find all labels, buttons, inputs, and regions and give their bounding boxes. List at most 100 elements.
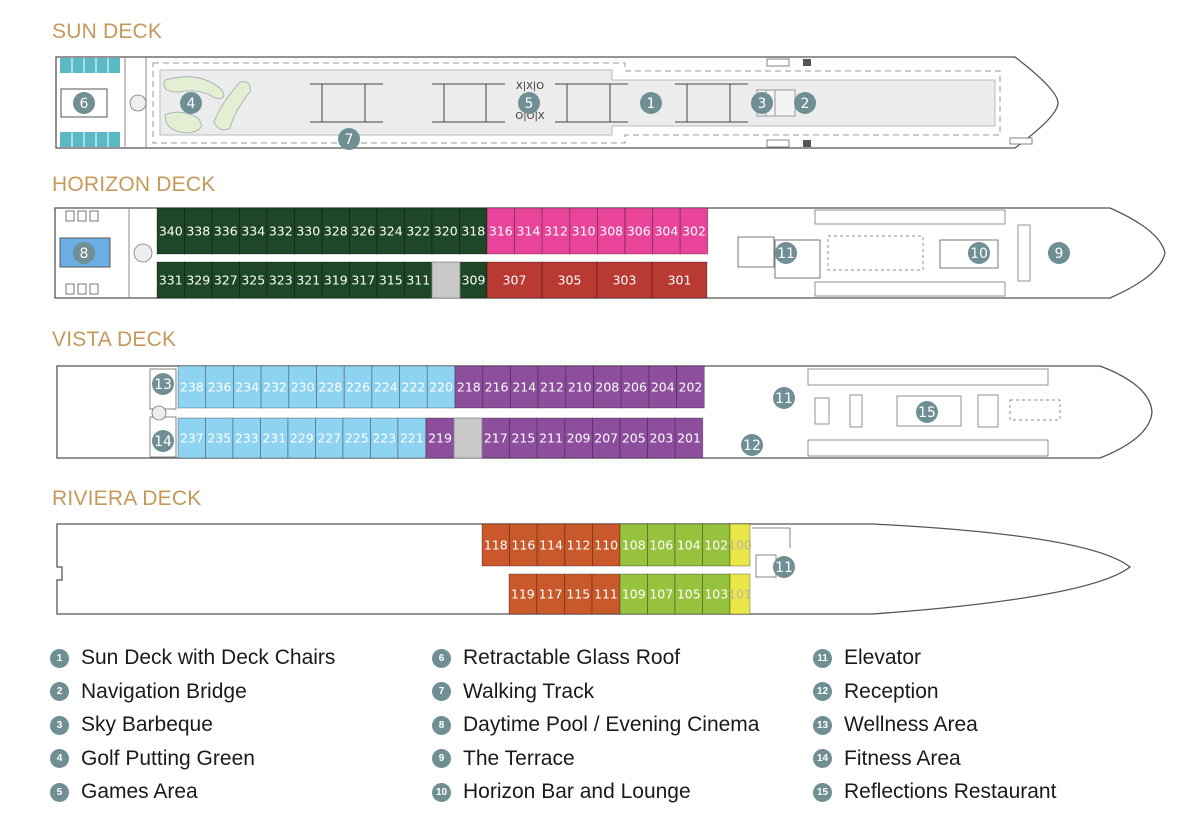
cabin-217[interactable]: 217 <box>481 417 511 459</box>
cabin-box[interactable] <box>541 261 598 299</box>
cabin-308[interactable]: 308 <box>597 207 626 255</box>
marker-6[interactable]: 6 <box>73 92 95 114</box>
cabin-109[interactable]: 109 <box>619 573 648 615</box>
cabin-106[interactable]: 106 <box>647 523 676 567</box>
cabin-box[interactable] <box>156 261 185 299</box>
cabin-318[interactable]: 318 <box>459 207 488 255</box>
cabin-322[interactable]: 322 <box>404 207 433 255</box>
cabin-box[interactable] <box>288 365 317 409</box>
cabin-box[interactable] <box>486 207 516 255</box>
cabin-box[interactable] <box>404 261 433 299</box>
cabin-box[interactable] <box>619 523 648 567</box>
cabin-204[interactable]: 204 <box>648 365 678 409</box>
cabin-330[interactable]: 330 <box>294 207 323 255</box>
cabin-box[interactable] <box>592 523 621 567</box>
cabin-327[interactable]: 327 <box>211 261 240 299</box>
cabin-305[interactable]: 305 <box>541 261 598 299</box>
cabin-237[interactable]: 237 <box>177 417 206 459</box>
cabin-336[interactable]: 336 <box>211 207 240 255</box>
cabin-208[interactable]: 208 <box>593 365 622 409</box>
cabin-box[interactable] <box>508 573 538 615</box>
cabin-box[interactable] <box>729 523 751 567</box>
cabin-box[interactable] <box>509 365 539 409</box>
cabin-box[interactable] <box>593 365 622 409</box>
marker-13[interactable]: 13 <box>152 373 174 395</box>
cabin-236[interactable]: 236 <box>205 365 234 409</box>
cabin-207[interactable]: 207 <box>592 417 621 459</box>
cabin-114[interactable]: 114 <box>536 523 566 567</box>
cabin-box[interactable] <box>260 417 289 459</box>
marker-12[interactable]: 12 <box>741 434 763 456</box>
cabin-box[interactable] <box>651 261 708 299</box>
cabin-301[interactable]: 301 <box>651 261 708 299</box>
cabin-box[interactable] <box>597 207 626 255</box>
cabin-box[interactable] <box>459 207 488 255</box>
cabin-226[interactable]: 226 <box>343 365 373 409</box>
cabin-box[interactable] <box>397 417 426 459</box>
cabin-box[interactable] <box>321 261 350 299</box>
cabin-box[interactable] <box>564 573 593 615</box>
cabin-100[interactable]: 100 <box>728 523 752 567</box>
marker-10[interactable]: 10 <box>968 242 990 264</box>
cabin-box[interactable] <box>239 261 268 299</box>
cabin-112[interactable]: 112 <box>564 523 593 567</box>
cabin-103[interactable]: 103 <box>702 573 731 615</box>
cabin-box[interactable] <box>702 523 731 567</box>
cabin-321[interactable]: 321 <box>294 261 323 299</box>
cabin-box[interactable] <box>211 261 240 299</box>
marker-8[interactable]: 8 <box>73 242 95 264</box>
cabin-331[interactable]: 331 <box>156 261 185 299</box>
cabin-227[interactable]: 227 <box>315 417 344 459</box>
cabin-104[interactable]: 104 <box>674 523 703 567</box>
cabin-box[interactable] <box>569 207 598 255</box>
cabin-box[interactable] <box>266 207 295 255</box>
cabin-box[interactable] <box>674 417 704 459</box>
cabin-311[interactable]: 311 <box>404 261 433 299</box>
cabin-box[interactable] <box>232 365 262 409</box>
cabin-231[interactable]: 231 <box>260 417 289 459</box>
marker-2[interactable]: 2 <box>794 92 816 114</box>
cabin-222[interactable]: 222 <box>399 365 428 409</box>
cabin-box[interactable] <box>404 207 433 255</box>
cabin-315[interactable]: 315 <box>376 261 405 299</box>
cabin-235[interactable]: 235 <box>205 417 234 459</box>
cabin-box[interactable] <box>232 417 261 459</box>
cabin-box[interactable] <box>647 523 676 567</box>
marker-11[interactable]: 11 <box>775 242 797 264</box>
marker-4[interactable]: 4 <box>180 92 202 114</box>
cabin-218[interactable]: 218 <box>454 365 484 409</box>
cabin-box[interactable] <box>729 573 751 615</box>
cabin-233[interactable]: 233 <box>232 417 261 459</box>
cabin-316[interactable]: 316 <box>486 207 516 255</box>
cabin-302[interactable]: 302 <box>679 207 709 255</box>
cabin-box[interactable] <box>648 365 678 409</box>
cabin-box[interactable] <box>370 417 399 459</box>
cabin-box[interactable] <box>316 365 345 409</box>
cabin-212[interactable]: 212 <box>537 365 567 409</box>
cabin-101[interactable]: 101 <box>728 573 752 615</box>
marker-5[interactable]: 5 <box>518 92 540 114</box>
cabin-box[interactable] <box>321 207 350 255</box>
cabin-115[interactable]: 115 <box>564 573 593 615</box>
cabin-317[interactable]: 317 <box>349 261 378 299</box>
cabin-326[interactable]: 326 <box>349 207 378 255</box>
cabin-box[interactable] <box>509 523 538 567</box>
cabin-105[interactable]: 105 <box>674 573 703 615</box>
cabin-201[interactable]: 201 <box>674 417 704 459</box>
cabin-box[interactable] <box>564 417 593 459</box>
cabin-224[interactable]: 224 <box>371 365 400 409</box>
marker-11[interactable]: 11 <box>773 387 795 409</box>
cabin-box[interactable] <box>702 573 731 615</box>
cabin-116[interactable]: 116 <box>509 523 538 567</box>
cabin-box[interactable] <box>349 207 378 255</box>
cabin-box[interactable] <box>624 207 654 255</box>
cabin-214[interactable]: 214 <box>509 365 539 409</box>
cabin-box[interactable] <box>482 365 511 409</box>
cabin-box[interactable] <box>509 417 538 459</box>
cabin-box[interactable] <box>266 261 295 299</box>
cabin-232[interactable]: 232 <box>260 365 290 409</box>
cabin-107[interactable]: 107 <box>647 573 676 615</box>
cabin-box[interactable] <box>564 523 593 567</box>
cabin-box[interactable] <box>619 573 648 615</box>
cabin-304[interactable]: 304 <box>652 207 681 255</box>
